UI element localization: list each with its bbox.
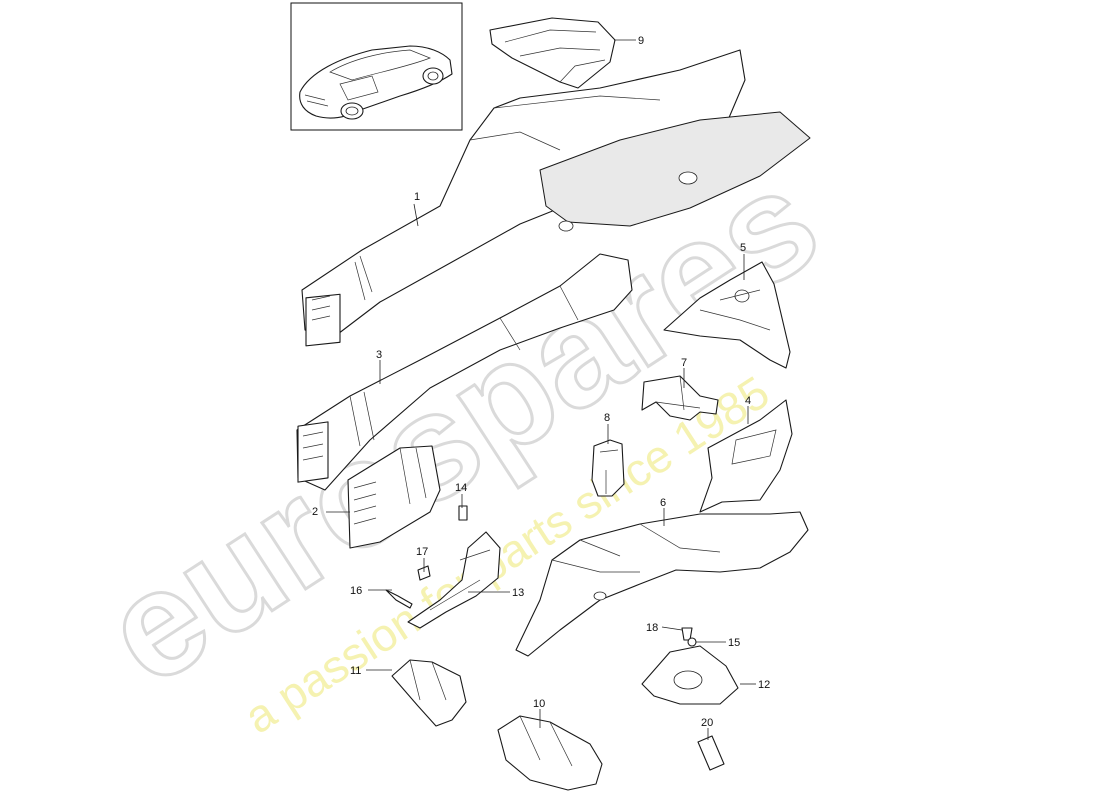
part-10 [497, 715, 603, 791]
part-8 [591, 439, 625, 497]
part-14 [458, 505, 468, 521]
callout-10: 10 [533, 698, 545, 710]
part-17 [417, 565, 431, 581]
callout-13: 13 [512, 587, 524, 599]
callout-1: 1 [414, 191, 420, 203]
part-4 [699, 399, 793, 513]
part-9 [489, 17, 616, 89]
car-thumbnail [290, 2, 463, 131]
part-2 [347, 445, 441, 549]
callout-15: 15 [728, 637, 740, 649]
callout-20: 20 [701, 717, 713, 729]
callout-4: 4 [745, 395, 751, 407]
part-6 [515, 511, 809, 657]
callout-8: 8 [604, 412, 610, 424]
part-16 [385, 589, 413, 609]
callout-16: 16 [350, 585, 362, 597]
part-3 [296, 253, 633, 491]
callout-6: 6 [660, 497, 666, 509]
callout-2: 2 [312, 506, 318, 518]
callout-11: 11 [350, 665, 361, 677]
part-13 [407, 531, 501, 629]
callout-5: 5 [740, 242, 746, 254]
callout-7: 7 [681, 357, 687, 369]
callout-3: 3 [376, 349, 382, 361]
part-12 [641, 645, 739, 705]
part-5 [663, 261, 791, 369]
part-7 [641, 375, 719, 421]
part-15 [687, 637, 697, 647]
callout-12: 12 [758, 679, 770, 691]
leader-lines [326, 39, 756, 740]
callout-18: 18 [646, 622, 658, 634]
callout-17: 17 [416, 546, 428, 558]
part-20 [697, 735, 725, 771]
part-11 [391, 659, 467, 727]
callout-labels: 1 2 3 4 5 6 7 8 9 10 11 12 13 14 15 16 1… [312, 35, 770, 729]
part-1 [301, 49, 811, 347]
callout-9: 9 [638, 35, 644, 47]
callout-14: 14 [455, 482, 467, 494]
